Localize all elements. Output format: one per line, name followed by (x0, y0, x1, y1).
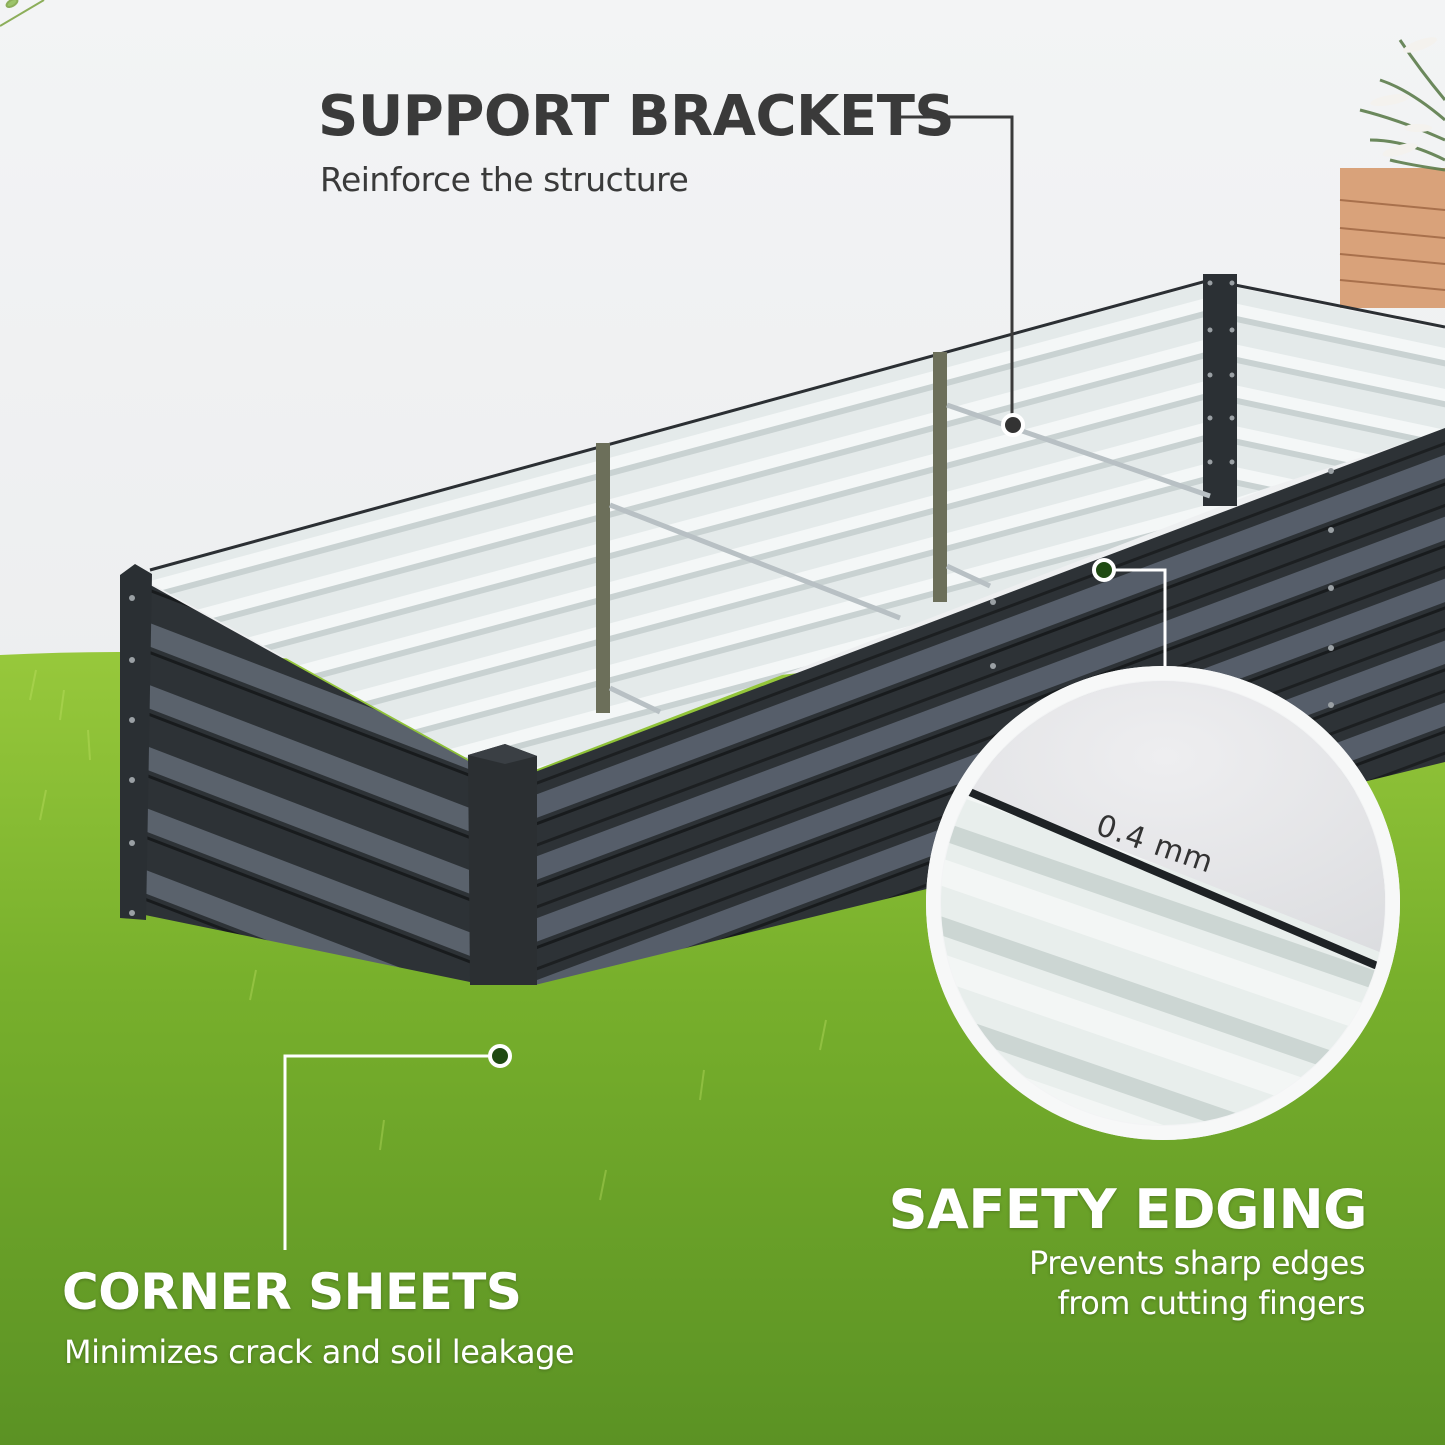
edge-thickness-line (961, 786, 1379, 969)
wooden-planter (1339, 37, 1445, 308)
left-corner-post (120, 564, 152, 920)
front-corner-post (468, 744, 537, 985)
corner-sheets-marker-dot-icon (488, 1044, 512, 1068)
panel-bolts (129, 280, 1334, 916)
bed-side-panel (145, 582, 470, 982)
safety-edging-leader-line (1110, 568, 1167, 672)
safety-edging-title: SAFETY EDGING (888, 1178, 1368, 1241)
safety-edging-marker-dot-icon (1092, 558, 1116, 582)
magnifier-detail (926, 666, 1400, 1140)
bed-interior-right (1210, 282, 1445, 500)
support-brackets-leader-line (897, 115, 1014, 420)
safety-edging-subtitle-line1: Prevents sharp edges (1028, 1244, 1366, 1282)
corner-sheets-leader-line (283, 1054, 492, 1250)
corner-sheets-subtitle: Minimizes crack and soil leakage (64, 1333, 575, 1371)
bed-front-panel (535, 428, 1445, 985)
support-bracket-rods (608, 402, 1211, 715)
safety-edging-subtitle-line2: from cutting fingers (1057, 1284, 1365, 1322)
safety-edging-subtitle: Prevents sharp edges from cutting finger… (945, 1243, 1366, 1323)
vine-decoration (0, 0, 45, 27)
bed-interior-back (145, 282, 1445, 770)
support-brackets-marker-dot-icon (1001, 413, 1025, 437)
support-brackets-title: SUPPORT BRACKETS (318, 84, 955, 149)
corner-sheets-title: CORNER SHEETS (62, 1263, 522, 1321)
grass-texture (29, 669, 827, 1201)
support-brackets-subtitle: Reinforce the structure (320, 160, 689, 199)
support-bracket-posts (596, 274, 1237, 713)
